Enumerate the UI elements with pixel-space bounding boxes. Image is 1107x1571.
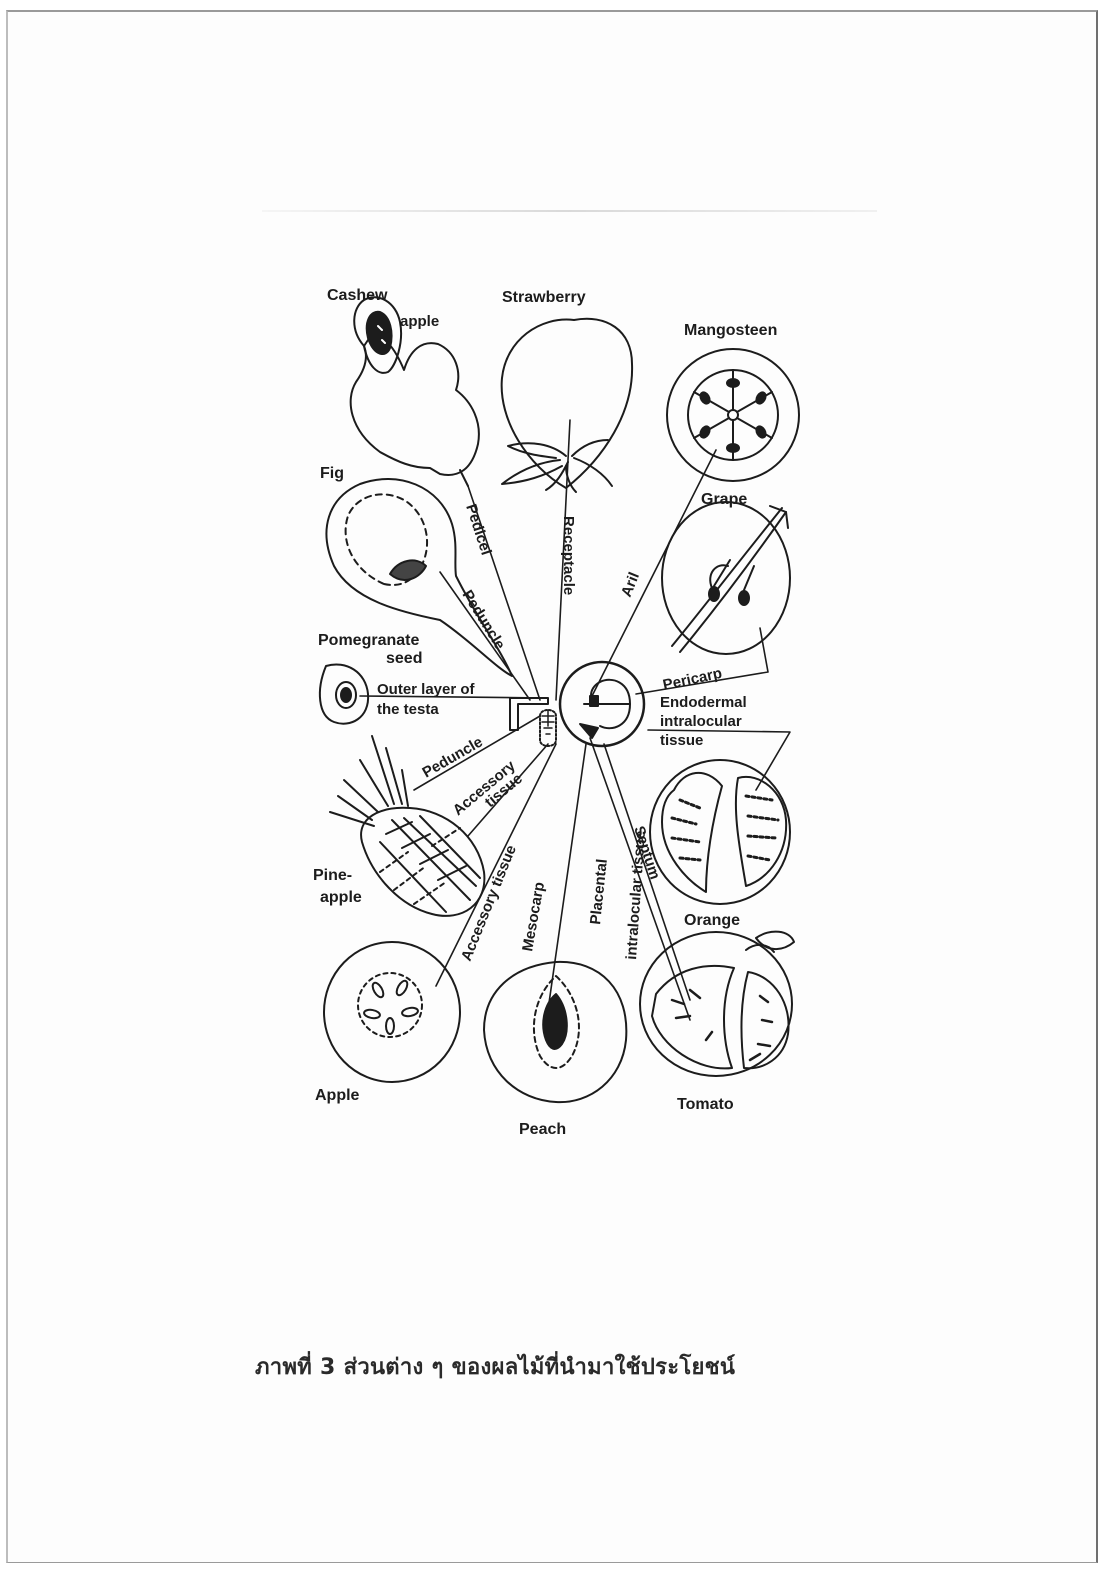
pomegranate-label: Pomegranate — [318, 632, 419, 649]
aril-label: Aril — [618, 570, 643, 600]
outer-layer-label-2: the testa — [377, 701, 439, 718]
mangosteen-drawing — [667, 349, 799, 481]
figure-caption: ภาพที่ 3 ส่วนต่าง ๆ ของผลไม้ที่นำมาใช้ปร… — [255, 1349, 895, 1384]
mangosteen-label: Mangosteen — [684, 322, 777, 339]
peach-label: Peach — [519, 1121, 566, 1138]
tomato-label: Tomato — [677, 1096, 734, 1113]
pomegranate-seed-drawing — [320, 664, 368, 723]
strawberry-label: Strawberry — [502, 289, 586, 306]
endodermal-label-1: Endodermal — [660, 694, 747, 711]
apple-label: Apple — [315, 1087, 360, 1104]
grape-drawing — [662, 502, 790, 654]
grape-label: Grape — [701, 491, 747, 508]
cashew-label: Cashew — [327, 287, 388, 304]
endodermal-label-3: tissue — [660, 732, 703, 749]
accessory-tissue-apple-label: Accessory tissue — [458, 843, 520, 964]
peduncle-pineapple-label: Peduncle — [420, 733, 486, 781]
outer-layer-label-1: Outer layer of — [377, 681, 476, 698]
apple-drawing — [324, 942, 460, 1082]
peach-drawing — [484, 962, 626, 1102]
pineapple-label-1: Pine- — [313, 867, 352, 884]
orange-label: Orange — [684, 912, 740, 929]
receptacle-label: Receptacle — [560, 516, 577, 595]
pomegranate-seed-label: seed — [386, 650, 422, 667]
endodermal-label-2: intralocular — [660, 713, 742, 730]
central-schematic — [510, 662, 644, 746]
mesocarp-label: Mesocarp — [519, 881, 548, 953]
fig-label: Fig — [320, 465, 344, 482]
pericarp-label: Pericarp — [661, 665, 723, 694]
placental-label-1: Placental — [587, 858, 611, 925]
orange-drawing — [650, 760, 790, 904]
pineapple-label-2: apple — [320, 889, 362, 906]
pedicel-label: Pedicel — [462, 502, 494, 557]
cashew-apple-label: apple — [400, 313, 439, 330]
strawberry-drawing — [502, 319, 632, 492]
peduncle-fig-label: Peduncle — [459, 587, 509, 653]
tomato-drawing — [640, 932, 794, 1076]
